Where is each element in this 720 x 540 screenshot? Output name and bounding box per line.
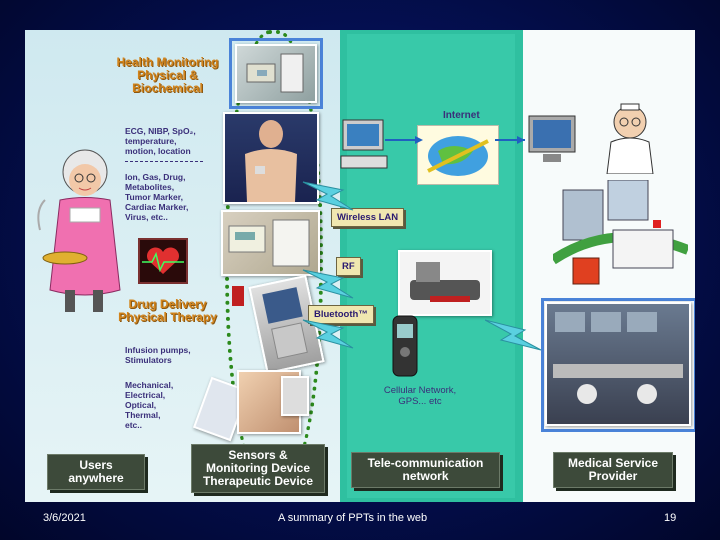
sensors-caption: Sensors & Monitoring Device Therapeutic … (191, 444, 325, 493)
footer-title: A summary of PPTs in the web (278, 512, 428, 524)
wireless-router-photo (398, 250, 492, 316)
heart-monitor-icon (138, 238, 188, 284)
cell-phone-icon (387, 312, 427, 382)
small-stimulator-photo (281, 376, 309, 416)
list-divider (125, 161, 203, 162)
pulse-oximeter-photo (221, 210, 320, 276)
cellular-signal-arrow (485, 319, 542, 351)
footer-page-number: 19 (664, 512, 677, 524)
elderly-user-illustration (37, 149, 121, 312)
telecom-caption: Tele-communication network (351, 452, 500, 488)
body-sensor-photo (223, 112, 319, 204)
users-caption: Users anywhere (47, 454, 145, 490)
drug-delivery-title: Drug Delivery Physical Therapy (118, 297, 217, 324)
wireless-lan-label: Wireless LAN (331, 208, 405, 227)
rf-label: RF (336, 257, 361, 276)
control-room-photo (545, 302, 691, 426)
internet-globe-icon (417, 125, 499, 185)
internet-label: Internet (443, 110, 480, 121)
vitals-list: ECG, NIBP, SpO₂, temperature, motion, lo… (125, 126, 196, 156)
therapy-list: Mechanical, Electrical, Optical, Thermal… (125, 380, 174, 430)
bluetooth-label: Bluetooth™ (308, 305, 374, 324)
wireless-signal-arrows (302, 181, 354, 349)
infusion-list: Infusion pumps, Stimulators (125, 345, 191, 365)
diagram-panel: Health Monitoring Physical & Biochemical… (25, 30, 695, 502)
medical-caption: Medical Service Provider (553, 452, 673, 488)
handheld-device-photo (248, 274, 325, 375)
internet-arrows (385, 136, 525, 144)
biochemical-list: Ion, Gas, Drug, Metabolites, Tumor Marke… (125, 172, 189, 222)
wrist-sensor-photo (235, 44, 317, 103)
hospital-ambulance-illustration (550, 179, 690, 300)
health-monitoring-title: Health Monitoring Physical & Biochemical (116, 55, 219, 95)
monitor-computer-icon (525, 110, 585, 180)
doctor-illustration (595, 102, 665, 175)
desktop-computer-icon (339, 118, 389, 173)
control-room-frame (541, 298, 695, 432)
wrist-sensor-frame (229, 38, 323, 109)
sensor-chip-icon (232, 286, 244, 306)
cellular-network-label: Cellular Network, GPS... etc (383, 385, 457, 407)
footer-date: 3/6/2021 (43, 512, 86, 524)
